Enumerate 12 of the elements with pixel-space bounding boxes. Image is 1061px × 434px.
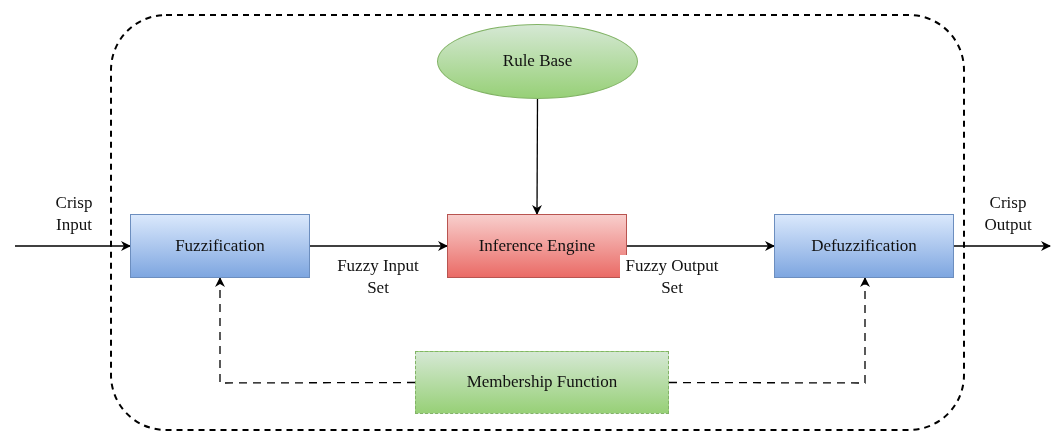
process-box: Inference Engine bbox=[447, 214, 627, 278]
process-box: Defuzzification bbox=[774, 214, 954, 278]
dashed-process-box: Membership Function bbox=[415, 351, 669, 414]
arrow bbox=[953, 241, 1051, 251]
dashed-arrow bbox=[215, 277, 416, 384]
dashed-arrow bbox=[668, 277, 870, 384]
process-box: Fuzzification bbox=[130, 214, 310, 278]
arrow bbox=[532, 98, 543, 215]
arrow bbox=[14, 241, 131, 251]
arrow bbox=[626, 241, 775, 251]
arrow bbox=[309, 241, 448, 251]
ellipse-node: Rule Base bbox=[437, 24, 638, 99]
